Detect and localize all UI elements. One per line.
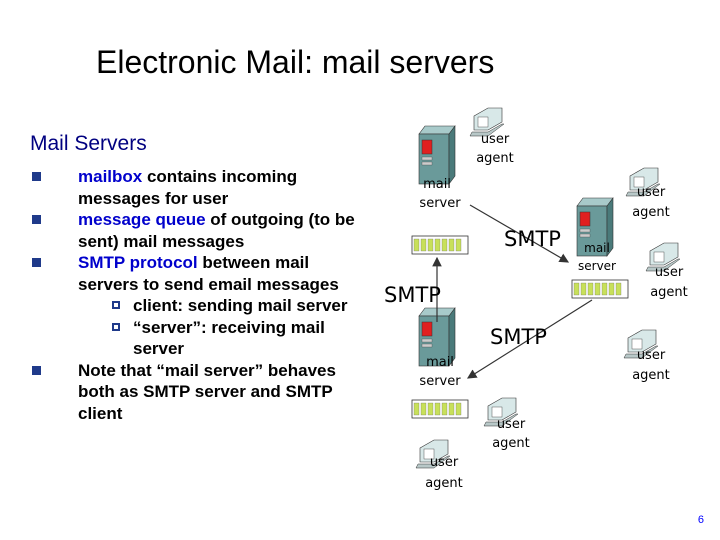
user-agent-label-line1: user [481, 132, 510, 147]
user-agent-label-line1: user [430, 455, 459, 470]
message-queue-icon [571, 279, 629, 299]
bullet-mailbox: mailbox contains incoming messages for u… [30, 166, 360, 209]
bullet-highlight: SMTP protocol [78, 253, 198, 272]
bullet-marker-icon [32, 215, 41, 224]
user-agent-right-top: user agent [625, 167, 670, 220]
bullet-text: of outgoing (to be sent) mail messages [78, 210, 355, 251]
bullet-text: Note that “mail server” behaves both as … [78, 360, 336, 423]
smtp-connections [432, 204, 593, 379]
mail-server-right: mail server [571, 197, 629, 299]
user-agent-label-line1: user [655, 265, 684, 280]
user-agent-label-line2: agent [632, 368, 670, 383]
message-queue-icon [411, 235, 469, 255]
user-agent-label-line1: user [637, 348, 666, 363]
smtp-label-right: SMTP [490, 325, 547, 349]
smtp-arrow-right-to-bottom [466, 299, 593, 379]
user-agent-right-middle: user agent [645, 242, 688, 300]
user-agent-label-line2: agent [492, 436, 530, 451]
sub-bullet-client: client: sending mail server [30, 295, 360, 317]
sub-bullet-text: client: sending mail server [133, 296, 348, 315]
bullet-highlight: mailbox [78, 167, 143, 186]
bullet-list: mailbox contains incoming messages for u… [30, 166, 360, 424]
mail-server-top-left: mail server [411, 125, 469, 255]
user-agent-label-line1: user [497, 417, 526, 432]
user-agent-label-line2: agent [476, 151, 514, 166]
bullet-marker-icon [32, 172, 41, 181]
smtp-label-top: SMTP [504, 227, 561, 251]
mail-server-label-line1: mail [584, 241, 610, 255]
page-number: 6 [697, 514, 704, 526]
smtp-arrow-top-to-right [469, 204, 570, 263]
user-agent-label-line2: agent [650, 285, 688, 300]
user-agent-label-line2: agent [425, 476, 463, 491]
mail-server-label-line1: mail [426, 355, 454, 370]
user-agent-bottom-right: user agent [483, 397, 530, 451]
bullet-note: Note that “mail server” behaves both as … [30, 360, 360, 425]
server-icon [418, 125, 456, 185]
mail-server-label-line2: server [419, 196, 461, 211]
sub-bullet-text: “server”: receiving mail server [133, 317, 325, 359]
bullet-text: between mail servers to send email messa… [78, 253, 339, 294]
sub-bullet-marker-icon [112, 322, 120, 331]
user-agent-right-bottom: user agent [623, 329, 670, 383]
mail-server-bottom: mail server [411, 307, 469, 419]
sub-bullet-server: “server”: receiving mail server [30, 317, 360, 360]
bullet-smtp-protocol: SMTP protocol between mail servers to se… [30, 252, 360, 295]
mail-server-label-line2: server [419, 374, 461, 389]
message-queue-icon [411, 399, 469, 419]
user-agent-bottom-left: user agent [415, 439, 463, 491]
user-agent-top: user agent [469, 107, 514, 166]
user-agent-label-line2: agent [632, 205, 670, 220]
user-agent-label-line1: user [637, 185, 666, 200]
bullet-marker-icon [32, 258, 41, 267]
section-heading: Mail Servers [30, 132, 147, 155]
sub-bullet-marker-icon [112, 301, 120, 309]
mail-server-label-line2: server [578, 259, 616, 273]
bullet-highlight: message queue [78, 210, 206, 229]
bullet-message-queue: message queue of outgoing (to be sent) m… [30, 209, 360, 252]
mail-server-label-line1: mail [423, 177, 451, 192]
bullet-text: contains incoming messages for user [78, 167, 298, 208]
smtp-label-left: SMTP [384, 283, 441, 307]
slide-title: Electronic Mail: mail servers [96, 44, 495, 80]
bullet-marker-icon [32, 365, 41, 375]
